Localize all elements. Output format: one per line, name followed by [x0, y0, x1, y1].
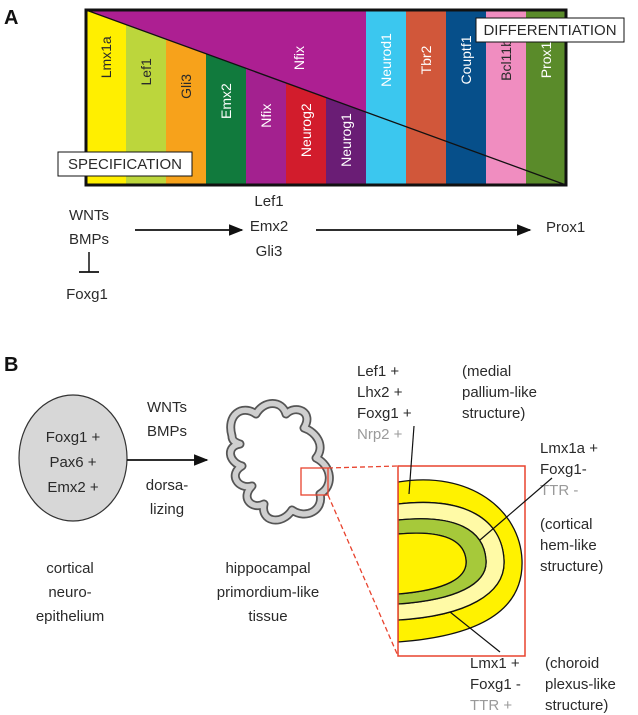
- zoom-line-top: [327, 465, 399, 469]
- marker-pax6: Pax6 +: [49, 454, 96, 471]
- column-label-lmx1a: Lmx1a: [98, 36, 114, 78]
- column-frame: [84, 8, 568, 187]
- medial-marker-3: Foxg1 +: [357, 405, 412, 422]
- tissue-fill: [227, 400, 332, 523]
- hem-pointer: [479, 477, 553, 541]
- hem-caption-2: hem-like: [540, 537, 597, 554]
- column-tbr2: [406, 10, 446, 185]
- marker-emx2: Emx2 +: [47, 479, 99, 496]
- zoom-box: [397, 465, 526, 657]
- column-label-tbr2: Tbr2: [418, 45, 434, 74]
- medial-caption-2: pallium-like: [462, 384, 537, 401]
- cortical-oval: [18, 394, 128, 522]
- pathway-wnts: WNTs: [69, 207, 109, 224]
- cortical-caption-2: neuro-: [48, 584, 91, 601]
- panel-a-letter: A: [4, 7, 18, 29]
- choroid-marker-2: Foxg1 -: [470, 676, 521, 693]
- pathway-emx2: Emx2: [250, 218, 288, 235]
- column-label-emx2: Emx2: [218, 83, 234, 119]
- pathway-prox1: Prox1: [546, 219, 585, 236]
- medial-pointer: [408, 425, 415, 495]
- choroid-caption-3: structure): [545, 697, 608, 714]
- column-label-neurog1: Neurog1: [338, 113, 354, 167]
- zoom-source-box: [300, 467, 329, 496]
- column-label-lef1: Lef1: [138, 58, 154, 85]
- nfix-band-label: Nfix: [291, 46, 307, 70]
- column-label-prox1: Prox1: [538, 42, 554, 79]
- panel-b-letter: B: [4, 354, 18, 376]
- medial-caption-1: (medial: [462, 363, 511, 380]
- choroid-pointer: [449, 611, 501, 653]
- hem-caption-3: structure): [540, 558, 603, 575]
- process-line-1: dorsa-: [146, 477, 189, 494]
- signal-bmps: BMPs: [147, 423, 187, 440]
- pathway-lef1: Lef1: [254, 193, 283, 210]
- pathway-gli3: Gli3: [256, 243, 283, 260]
- specification-label: SPECIFICATION: [68, 156, 182, 173]
- cortical-caption-1: cortical: [46, 560, 94, 577]
- choroid-caption-1: (choroid: [545, 655, 599, 672]
- choroid-caption-2: plexus-like: [545, 676, 616, 693]
- hem-marker-2: Foxg1-: [540, 461, 587, 478]
- column-label-nfix: Nfix: [258, 104, 274, 128]
- hem-gray-marker: TTR -: [540, 482, 578, 499]
- column-neurod1: [366, 10, 406, 185]
- medial-gray-marker: Nrp2 +: [357, 426, 403, 443]
- cortical-caption-3: epithelium: [36, 608, 104, 625]
- layer-inner-yellow: [398, 532, 467, 595]
- choroid-marker-1: Lmx1 +: [470, 655, 520, 672]
- choroid-gray-marker: TTR +: [470, 697, 512, 714]
- diagonal-line: [85, 9, 567, 186]
- column-label-neurog2: Neurog2: [298, 103, 314, 157]
- marker-foxg1: Foxg1 +: [46, 429, 101, 446]
- zoom-layers: [398, 479, 523, 643]
- medial-marker-2: Lhx2 +: [357, 384, 403, 401]
- differentiation-box: [475, 17, 625, 43]
- medial-marker-1: Lef1 +: [357, 363, 399, 380]
- pathway-foxg1: Foxg1: [66, 286, 108, 303]
- signal-wnts: WNTs: [147, 399, 187, 416]
- column-label-bcl11b: Bcl11b: [498, 39, 514, 81]
- differentiation-label: DIFFERENTIATION: [483, 22, 616, 39]
- hem-marker-1: Lmx1a +: [540, 440, 598, 457]
- column-label-neurod1: Neurod1: [378, 33, 394, 87]
- tissue-outline: [226, 399, 334, 525]
- pathway-bmps: BMPs: [69, 231, 109, 248]
- tissue-caption-3: tissue: [248, 608, 287, 625]
- medial-caption-3: structure): [462, 405, 525, 422]
- specification-box: [57, 151, 193, 177]
- column-label-couptf1: Couptf1: [458, 35, 474, 84]
- tissue-caption-2: primordium-like: [217, 584, 320, 601]
- process-line-2: lizing: [150, 501, 184, 518]
- column-label-gli3: Gli3: [178, 74, 194, 99]
- zoom-line-bottom: [327, 494, 399, 657]
- hem-caption-1: (cortical: [540, 516, 593, 533]
- tissue-caption-1: hippocampal: [225, 560, 310, 577]
